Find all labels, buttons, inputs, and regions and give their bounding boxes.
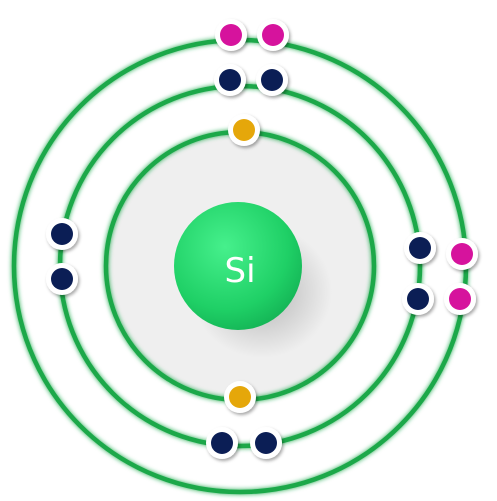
- nucleus-symbol: Si: [224, 251, 256, 291]
- shell-3-electron: [451, 243, 473, 265]
- shell-2-electron: [51, 223, 73, 245]
- shell-3-electron: [262, 24, 284, 46]
- shell-2-electron: [51, 268, 73, 290]
- shell-1-electron: [233, 119, 255, 141]
- shell-2-electron: [407, 288, 429, 310]
- shell-2-electron: [255, 432, 277, 454]
- shell-1-electron: [229, 386, 251, 408]
- shell-3-electron: [220, 24, 242, 46]
- nucleus: [174, 202, 302, 330]
- shell-3-electron: [449, 288, 471, 310]
- shell-2-electron: [261, 69, 283, 91]
- shell-2-electron: [409, 237, 431, 259]
- shell-2-electron: [219, 69, 241, 91]
- shell-2-electron: [211, 432, 233, 454]
